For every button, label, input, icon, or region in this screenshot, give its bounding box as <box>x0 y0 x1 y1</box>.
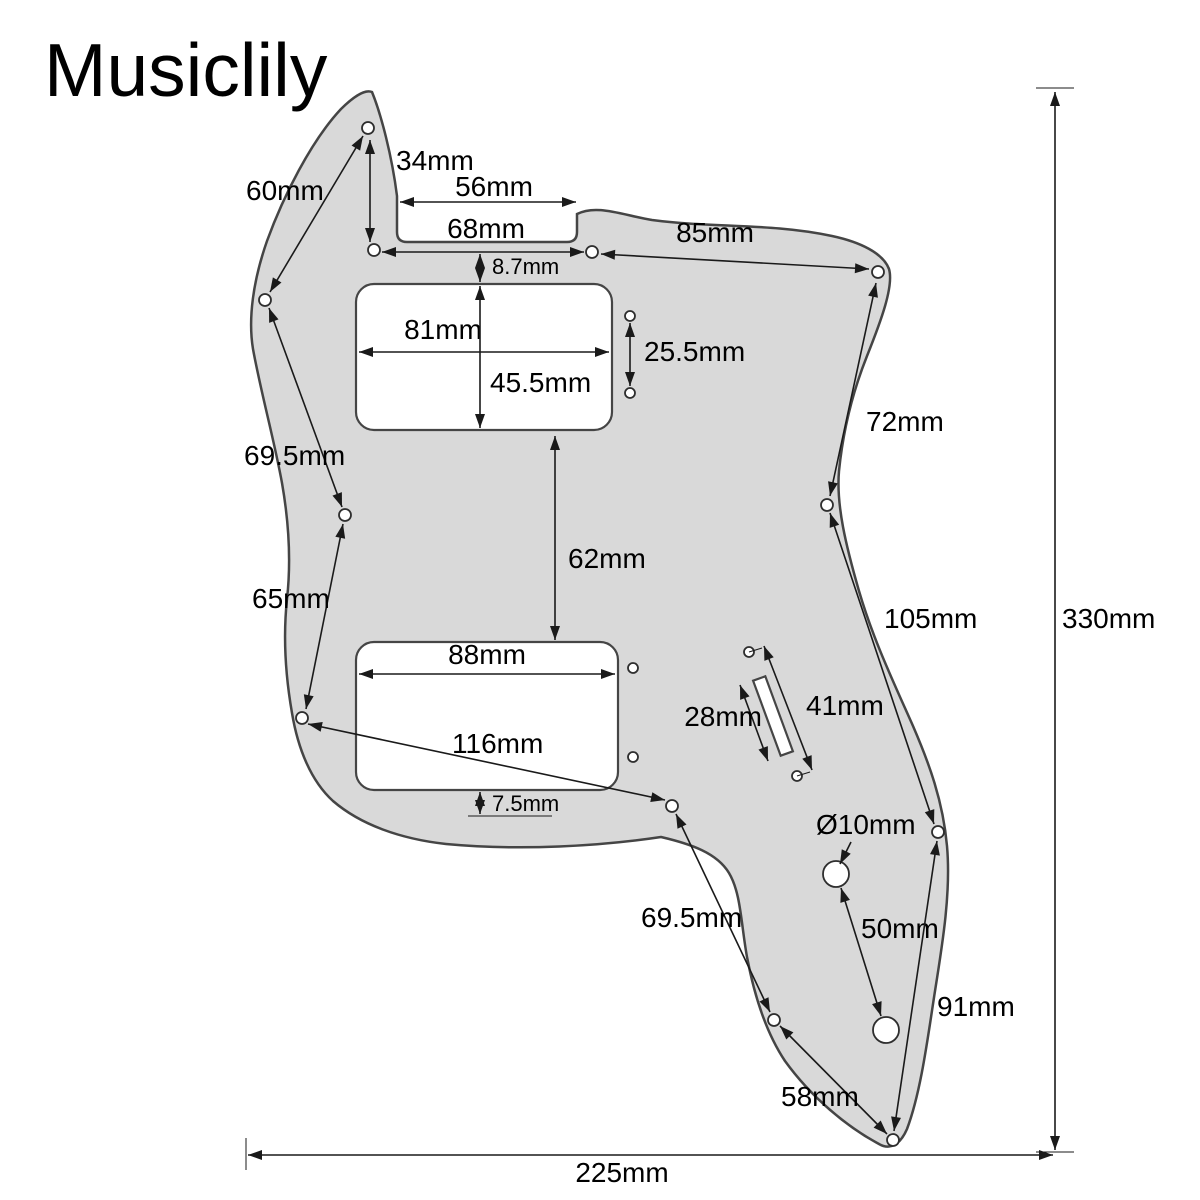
dimension-label: 69.5mm <box>641 902 742 933</box>
pickup-mount-hole <box>627 662 639 674</box>
dimension-label: 91mm <box>937 991 1015 1022</box>
dim-60mm: 60mm <box>246 135 364 293</box>
neck-pickup-cutout <box>354 282 614 432</box>
dimension-label: 88mm <box>448 639 526 670</box>
dim-116mm: 116mm <box>307 722 666 802</box>
dimension-label: 60mm <box>246 175 324 206</box>
dim-8.7mm: 8.7mm <box>475 254 559 282</box>
dimension-label: 8.7mm <box>492 254 559 279</box>
control-knob-hole <box>872 1016 900 1044</box>
dim-69.5mm-lower: 69.5mm <box>641 813 771 1013</box>
screw-hole <box>767 1013 781 1027</box>
pickup-mount-hole <box>624 387 636 399</box>
dim-58mm: 58mm <box>779 1025 888 1135</box>
dim-62mm: 62mm <box>550 436 646 640</box>
dimension-label: 56mm <box>455 171 533 202</box>
dimension-label: 81mm <box>404 314 482 345</box>
screw-hole <box>338 508 352 522</box>
dimension-label: 41mm <box>806 690 884 721</box>
screw-hole <box>258 293 272 307</box>
brand-logo: Musiclily <box>44 28 328 112</box>
dim-91mm: 91mm <box>891 840 1015 1132</box>
dim-7.5mm: 7.5mm <box>468 791 559 817</box>
dim-45.5mm: 45.5mm <box>475 286 591 428</box>
dim-225mm: 225mm <box>245 1138 1053 1188</box>
dimension-label: 85mm <box>676 217 754 248</box>
dim-diameter-10mm: Ø10mm <box>816 809 916 865</box>
dimension-label: 34mm <box>396 145 474 176</box>
dimension-label: 330mm <box>1062 603 1155 634</box>
dimension-label: 25.5mm <box>644 336 745 367</box>
dim-69.5mm-upper: 69.5mm <box>244 307 345 508</box>
pickup-mount-hole <box>624 310 636 322</box>
dimension-label: 45.5mm <box>490 367 591 398</box>
dim-68mm: 68mm <box>382 213 584 257</box>
screw-hole <box>361 121 375 135</box>
dim-72mm: 72mm <box>828 282 944 497</box>
dimension-label: 62mm <box>568 543 646 574</box>
dimension-label: 105mm <box>884 603 977 634</box>
dimension-label: 72mm <box>866 406 944 437</box>
dim-56mm: 56mm <box>400 171 576 207</box>
dimension-label: 69.5mm <box>244 440 345 471</box>
control-knob-hole <box>822 860 850 888</box>
pickup-mount-hole <box>627 751 639 763</box>
dimension-label: 65mm <box>252 583 330 614</box>
screw-hole <box>295 711 309 725</box>
dimension-label: 28mm <box>684 701 762 732</box>
pickguard-outline <box>249 90 950 1148</box>
dim-330mm: 330mm <box>1036 87 1155 1153</box>
dim-65mm: 65mm <box>252 523 346 710</box>
dim-41mm: 41mm <box>748 645 884 777</box>
screw-hole <box>665 799 679 813</box>
dim-25.5mm: 25.5mm <box>625 323 745 386</box>
dimension-label: 7.5mm <box>492 791 559 816</box>
dimension-label: 50mm <box>861 913 939 944</box>
dim-34mm: 34mm <box>365 140 474 242</box>
dimension-label: Ø10mm <box>816 809 916 840</box>
screw-hole <box>886 1133 900 1147</box>
screw-hole <box>931 825 945 839</box>
dimension-label: 68mm <box>447 213 525 244</box>
dimension-label: 58mm <box>781 1081 859 1112</box>
screw-hole <box>367 243 381 257</box>
screw-hole <box>820 498 834 512</box>
screw-hole <box>871 265 885 279</box>
dim-105mm: 105mm <box>829 512 977 825</box>
dim-88mm: 88mm <box>359 639 615 679</box>
dimension-label: 225mm <box>575 1157 668 1188</box>
dimension-label: 116mm <box>452 728 543 759</box>
dim-85mm: 85mm <box>600 217 870 274</box>
dim-28mm: 28mm <box>684 684 769 762</box>
screw-hole <box>585 245 599 259</box>
